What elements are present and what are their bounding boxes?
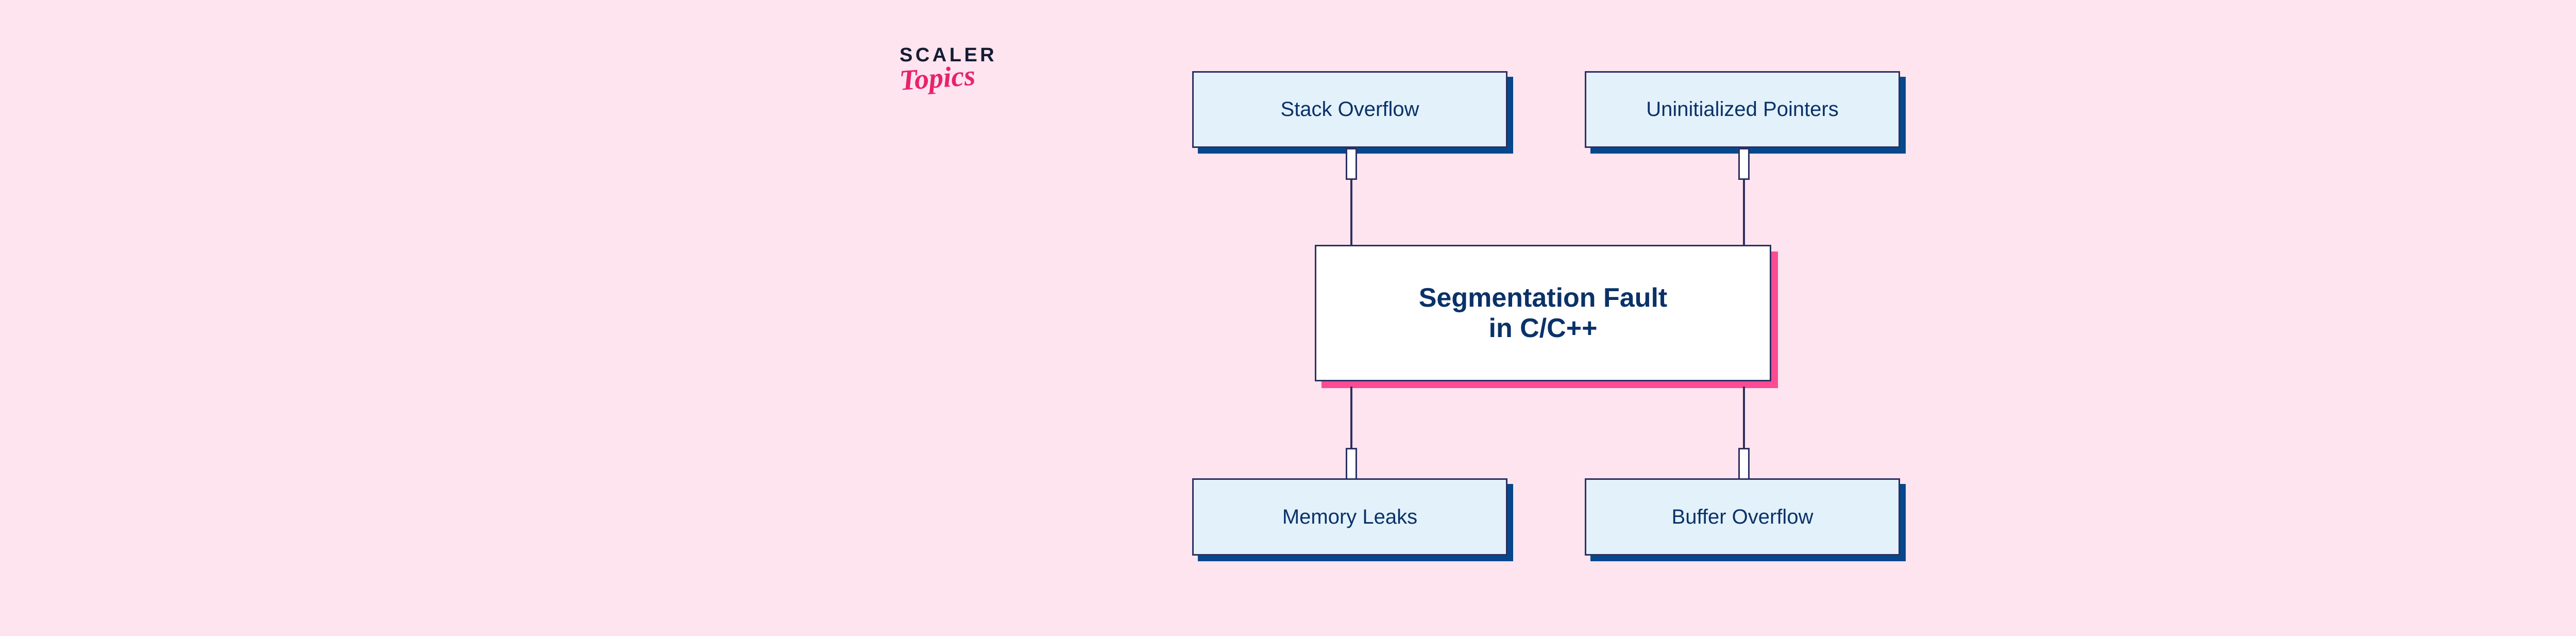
connector-line [1350, 387, 1352, 449]
connector-uninitialized-pointers-to-center [1737, 148, 1751, 246]
connector-cap-icon [1738, 148, 1750, 180]
node-label-stack-overflow: Stack Overflow [1280, 98, 1419, 121]
scaler-topics-logo: SCALER Topics [876, 45, 1061, 123]
node-label-memory-leaks: Memory Leaks [1282, 505, 1418, 528]
connector-stack-overflow-to-center [1344, 148, 1359, 246]
node-label-uninitialized-pointers: Uninitialized Pointers [1646, 98, 1839, 121]
connector-cap-icon [1738, 448, 1750, 480]
node-uninitialized-pointers[interactable]: Uninitialized Pointers [1585, 71, 1900, 148]
connector-center-to-buffer-overflow [1737, 387, 1751, 480]
connector-center-to-memory-leaks [1344, 387, 1359, 480]
node-label-segmentation-fault: Segmentation Fault in C/C++ [1418, 283, 1668, 343]
connector-cap-icon [1346, 148, 1357, 180]
node-memory-leaks[interactable]: Memory Leaks [1192, 478, 1507, 556]
connector-line [1743, 178, 1745, 246]
node-label-buffer-overflow: Buffer Overflow [1671, 505, 1814, 528]
connector-cap-icon [1346, 448, 1357, 480]
connector-line [1350, 178, 1352, 246]
logo-wordmark-scaler: SCALER [900, 44, 997, 66]
node-stack-overflow[interactable]: Stack Overflow [1192, 71, 1507, 148]
connector-line [1743, 387, 1745, 449]
node-segmentation-fault[interactable]: Segmentation Fault in C/C++ [1315, 245, 1771, 381]
node-buffer-overflow[interactable]: Buffer Overflow [1585, 478, 1900, 556]
